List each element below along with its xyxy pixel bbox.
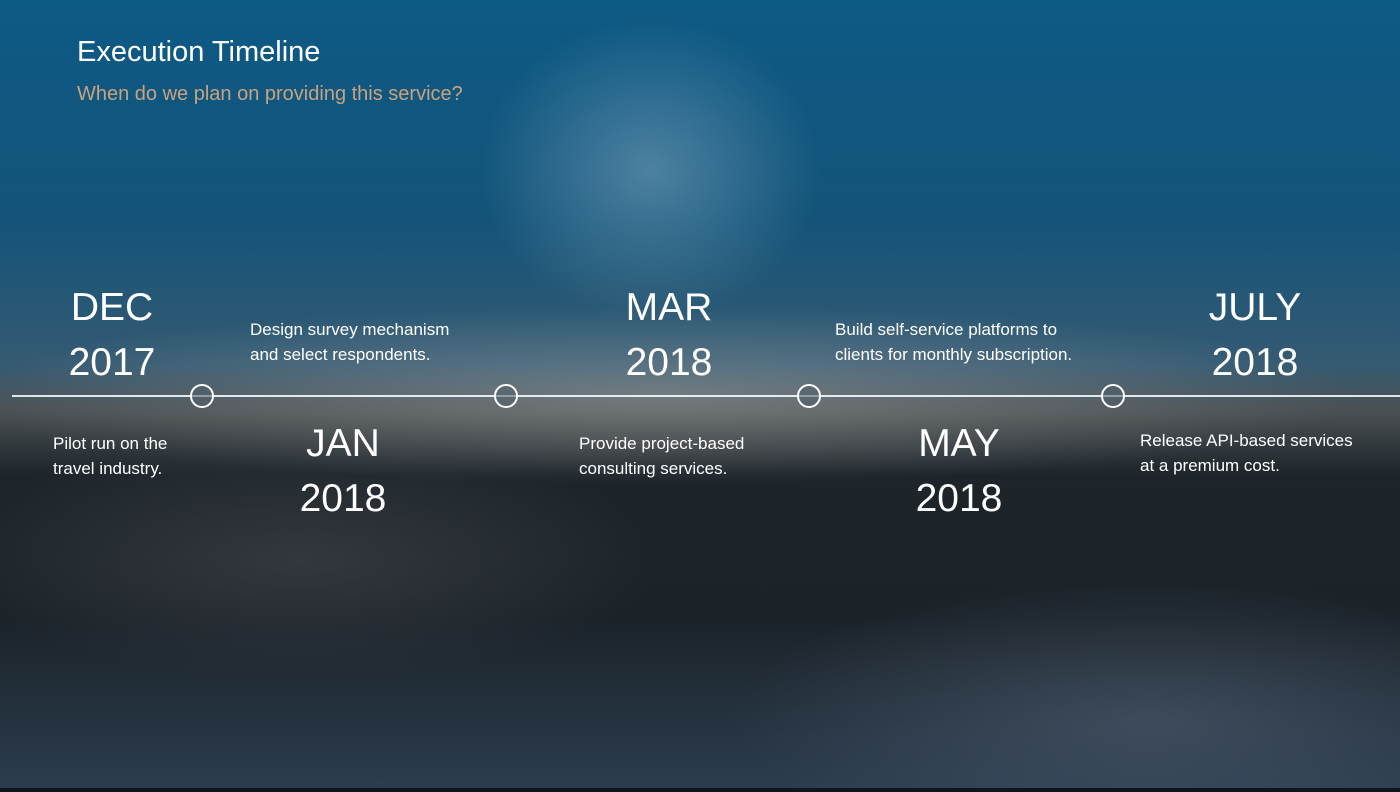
timeline-axis (12, 395, 1400, 397)
milestone-desc-line: at a premium cost. (1140, 456, 1280, 475)
milestone-desc-jan-2018: Design survey mechanism and select respo… (250, 317, 449, 367)
milestone-desc-july-2018: Release API-based services at a premium … (1140, 428, 1353, 478)
timeline-node-1 (190, 384, 214, 408)
milestone-year: 2018 (915, 477, 1003, 520)
milestone-desc-line: Build self-service platforms to (835, 320, 1058, 339)
milestone-month: MAY (918, 422, 1000, 465)
milestone-desc-line: consulting services. (579, 459, 728, 478)
milestone-desc-mar-2018: Provide project-based consulting service… (579, 431, 744, 481)
milestone-month: MAR (625, 286, 713, 329)
milestone-month: DEC (70, 286, 154, 329)
milestone-date-dec-2017: DEC 2017 (32, 280, 192, 390)
milestone-desc-line: travel industry. (53, 459, 163, 478)
milestone-date-july-2018: JULY 2018 (1175, 280, 1335, 390)
milestone-desc-line: Release API-based services (1140, 431, 1353, 450)
milestone-date-mar-2018: MAR 2018 (589, 280, 749, 390)
milestone-year: 2018 (625, 341, 713, 384)
milestone-desc-line: Pilot run on the (53, 434, 168, 453)
milestone-month: JULY (1208, 286, 1302, 329)
milestone-year: 2018 (299, 477, 387, 520)
milestone-desc-line: clients for monthly subscription. (835, 345, 1073, 364)
milestone-desc-may-2018: Build self-service platforms to clients … (835, 317, 1072, 367)
milestone-desc-line: and select respondents. (250, 345, 431, 364)
milestone-desc-line: Design survey mechanism (250, 320, 450, 339)
milestone-year: 2018 (1211, 341, 1299, 384)
slide-subtitle: When do we plan on providing this servic… (77, 83, 463, 105)
timeline-node-3 (797, 384, 821, 408)
milestone-desc-dec-2017: Pilot run on the travel industry. (53, 431, 167, 481)
timeline-node-4 (1101, 384, 1125, 408)
timeline-node-2 (494, 384, 518, 408)
milestone-date-may-2018: MAY 2018 (879, 416, 1039, 526)
slide-title: Execution Timeline (77, 36, 321, 68)
milestone-year: 2017 (68, 341, 156, 384)
milestone-desc-line: Provide project-based (579, 434, 745, 453)
milestone-date-jan-2018: JAN 2018 (263, 416, 423, 526)
bottom-edge (0, 788, 1400, 792)
milestone-month: JAN (306, 422, 380, 465)
